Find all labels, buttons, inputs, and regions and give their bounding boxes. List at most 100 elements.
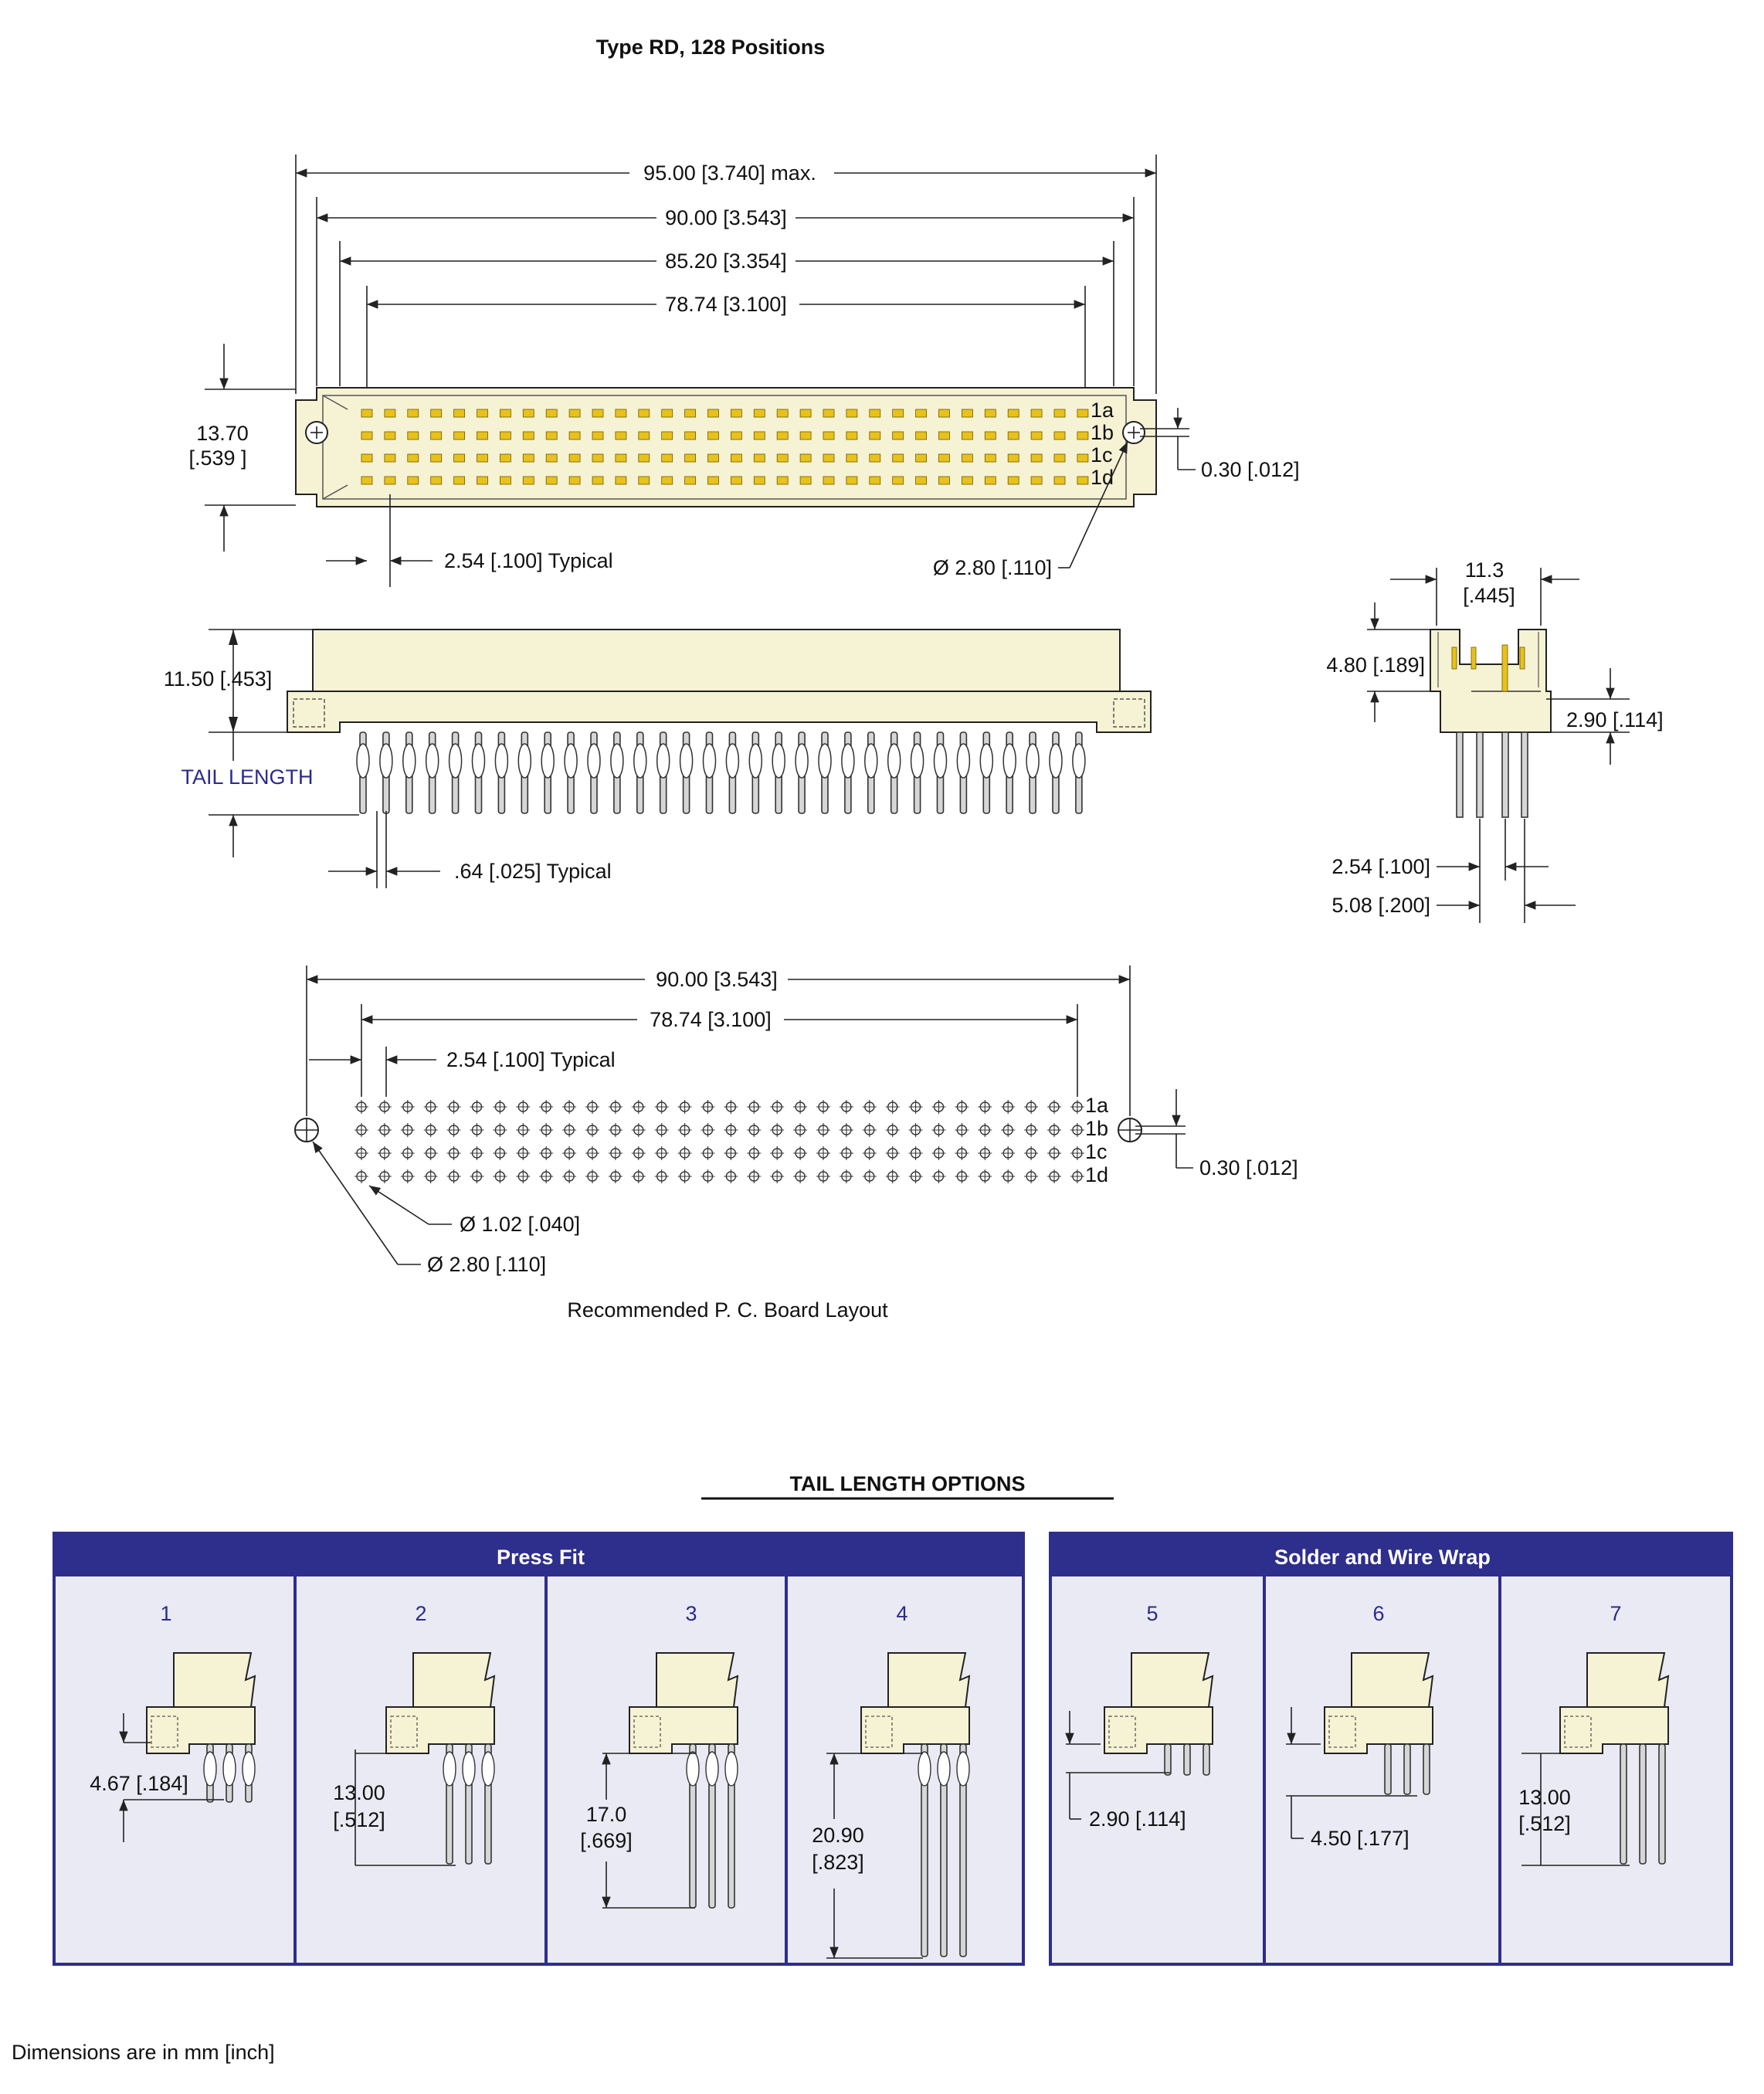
option-3-dim-in: [.669] [580, 1829, 633, 1852]
contact-pin [500, 409, 511, 418]
contact-pin [1007, 476, 1019, 485]
tail-options-title: TAIL LENGTH OPTIONS [789, 1472, 1025, 1495]
contact-pin [500, 431, 511, 440]
contact-pin [707, 476, 719, 485]
top-tolerance: 0.30 [.012] [1201, 458, 1300, 481]
dim-overall: 95.00 [3.740] max. [643, 161, 816, 185]
option-7-num: 7 [1610, 1602, 1621, 1625]
contact-pin [962, 476, 973, 485]
contact-pin [938, 453, 950, 463]
tail-options: TAIL LENGTH OPTIONS Press Fit Solder and… [53, 1472, 1733, 1966]
press-fit-eye [564, 743, 578, 779]
contact-pin [522, 409, 534, 418]
contact-pin [592, 431, 604, 440]
contact-pin [592, 409, 604, 418]
press-fit-eye [933, 743, 948, 779]
contact-pin [707, 453, 719, 463]
contact-pin [869, 431, 881, 440]
option-4-dim-in: [.823] [812, 1851, 864, 1874]
contact-pin [361, 409, 373, 418]
option-6-dim: 4.50 [.177] [1311, 1827, 1410, 1850]
side-height: 11.50 [.453] [164, 667, 273, 691]
contact-pin [731, 453, 742, 463]
contact-pin [615, 453, 627, 463]
contact-pin [453, 453, 465, 463]
contact-pin [361, 431, 373, 440]
top-view: 95.00 [3.740] max. 90.00 [3.543] 85.20 [… [188, 154, 1300, 587]
contact-pin [938, 476, 950, 485]
contact-pin [799, 409, 812, 418]
press-fit-eye [1049, 743, 1063, 779]
contact-pin [477, 453, 488, 463]
contact-pin [453, 476, 465, 485]
contact-pin [892, 453, 904, 463]
contact-pin [545, 453, 558, 463]
pcb-row-1b: 1b [1085, 1117, 1108, 1140]
contact-pin [615, 476, 627, 485]
contact-pin [846, 476, 858, 485]
contact-pin [1077, 409, 1089, 418]
contact-pin [522, 453, 534, 463]
contact-pin [823, 476, 835, 485]
contact-pin [592, 476, 604, 485]
press-fit-eye [517, 743, 532, 779]
press-fit-eye [1026, 743, 1040, 779]
contact-pin [638, 476, 650, 485]
press-fit-eye [402, 743, 416, 779]
dim-pins: 78.74 [3.100] [665, 293, 787, 316]
press-fit-eye [702, 743, 717, 779]
contact-pin [361, 476, 373, 485]
pcb-row-1c: 1c [1085, 1140, 1108, 1163]
pcb-hole-small: Ø 1.02 [.040] [460, 1213, 580, 1236]
contact-pin [915, 476, 927, 485]
contact-pin [869, 409, 881, 418]
press-fit-eye [725, 743, 740, 779]
contact-pin [568, 431, 581, 440]
press-fit-eye [979, 743, 994, 779]
contact-pin [615, 431, 627, 440]
contact-pin [1007, 409, 1019, 418]
contact-pin [545, 409, 558, 418]
tail-option-connector [1324, 1652, 1434, 1795]
contact-pin [869, 453, 881, 463]
press-fit-eye [448, 743, 463, 779]
contact-pin [407, 409, 419, 418]
contact-pin [1077, 453, 1089, 463]
option-5-dim: 2.90 [.114] [1089, 1807, 1186, 1831]
contact-pin [962, 453, 973, 463]
contact-pin [915, 431, 927, 440]
contact-pin [361, 453, 373, 463]
press-fit-eye [425, 743, 439, 779]
press-fit-eye [471, 743, 486, 779]
contact-pin [430, 453, 443, 463]
end-width-mm: 11.3 [1465, 558, 1504, 582]
contact-pin [892, 409, 904, 418]
contact-pin [823, 409, 835, 418]
contact-pin [477, 476, 488, 485]
option-6-num: 6 [1372, 1602, 1384, 1625]
contact-pin [638, 409, 650, 418]
press-fit-eye [748, 743, 763, 779]
contact-pin [568, 476, 581, 485]
row-label-1b: 1b [1091, 421, 1114, 444]
contact-pin [384, 453, 396, 463]
contact-pin [731, 476, 742, 485]
row-label-1a: 1a [1091, 399, 1114, 422]
end-spacing2: 5.08 [.200] [1331, 894, 1430, 917]
contact-pin [938, 409, 950, 418]
press-fit-eye [656, 743, 670, 779]
contact-pin [568, 453, 581, 463]
contact-pin [430, 409, 443, 418]
press-fit-eye [494, 743, 509, 779]
contact-pin [500, 476, 511, 485]
top-hole: Ø 2.80 [.110] [933, 556, 1052, 579]
contact-pin [753, 409, 765, 418]
contact-pin [984, 476, 996, 485]
press-fit-eye [1002, 743, 1016, 779]
dim-mount: 90.00 [3.543] [665, 206, 787, 229]
side-view: 11.50 [.453] TAIL LENGTH .64 [.025] Typi… [164, 629, 1152, 888]
contact-pin [638, 431, 650, 440]
pcb-dim-mount: 90.00 [3.543] [656, 968, 778, 991]
pcb-row-1d: 1d [1085, 1163, 1108, 1186]
press-fit-eye [795, 743, 809, 779]
